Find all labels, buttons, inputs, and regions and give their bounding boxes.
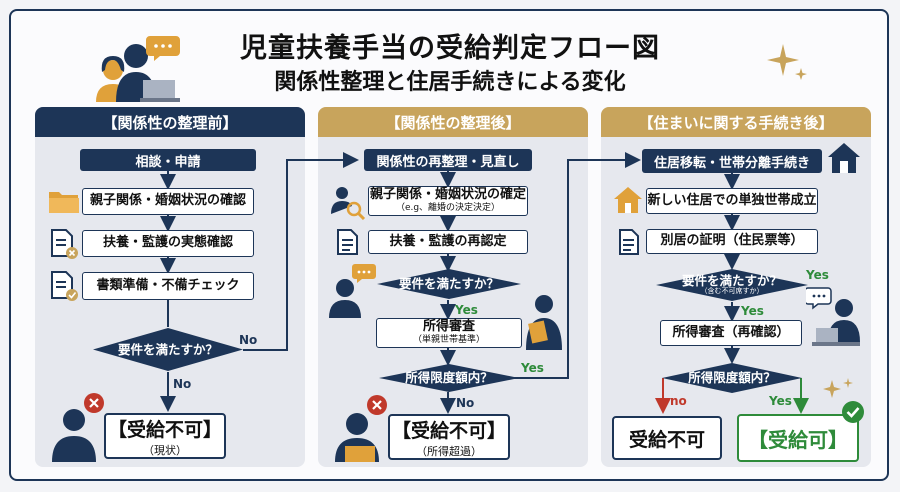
yes-label: Yes: [741, 304, 764, 318]
column-header: 【住まいに関する手続き後】: [601, 107, 871, 137]
no-label: No: [173, 377, 192, 391]
person-search-icon: [331, 187, 366, 220]
result-not-eligible-current: 【受給不可】 （現状）: [104, 413, 226, 459]
decision-income-limit: 所得限度額内？: [378, 363, 520, 393]
officer-laptop-icon: [806, 287, 860, 346]
step-relationship-confirmed: 親子関係・婚姻状況の確定 （e.g、離婚の決定決定）: [368, 186, 528, 216]
document-icon: [337, 229, 358, 255]
page-subtitle: 関係性整理と住居手続きによる変化: [274, 70, 626, 95]
house-icon: [828, 143, 860, 173]
start-relocation: 住居移転・世帯分離手続き: [642, 149, 822, 173]
step-income-recheck: 所得審査（再確認）: [660, 320, 802, 346]
column-header: 【関係性の整理前】: [35, 107, 305, 137]
person-speaking-icon: [329, 264, 376, 318]
document-check-icon: [51, 271, 78, 301]
no-label: No: [456, 396, 475, 410]
result-eligible: 【受給可】: [737, 414, 859, 462]
start-reorganize: 関係性の再整理・見直し: [364, 149, 532, 171]
step-parent-marital-check: 親子関係・婚姻状況の確認: [82, 188, 254, 215]
no-label: No: [239, 333, 258, 347]
yes-label: Yes: [806, 268, 829, 282]
success-check-icon: [823, 378, 864, 423]
person-rejected-icon: [52, 393, 104, 462]
no-label: no: [670, 394, 687, 408]
step-income-review: 所得審査 （単親世帯基準）: [376, 318, 522, 348]
step-separation-proof: 別居の証明（住民票等）: [646, 229, 818, 254]
people-consulting-icon: [96, 36, 180, 102]
decision-requirements: 要件を満たすか？: [376, 268, 522, 300]
sparkle-icon: [767, 44, 807, 80]
step-document-check: 書類準備・不備チェック: [82, 272, 254, 300]
step-support-custody-check: 扶養・監護の実態確認: [82, 230, 254, 257]
start-consult-apply: 相談・申請: [80, 149, 256, 171]
column-header: 【関係性の整理後】: [318, 107, 588, 137]
yes-label: Yes: [521, 361, 544, 375]
result-not-eligible: 受給不可: [612, 416, 722, 460]
decision-income-limit: 所得限度額内？: [661, 362, 803, 394]
officer-clipboard-icon: [526, 295, 562, 350]
folder-icon: [49, 192, 79, 213]
new-home-icon: [614, 187, 642, 213]
yes-label: Yes: [455, 303, 478, 317]
document-rejected-icon: [51, 229, 78, 259]
step-support-recognized: 扶養・監護の再認定: [368, 230, 528, 254]
result-not-eligible-income: 【受給不可】 （所得超過）: [388, 414, 510, 460]
certificate-icon: [619, 229, 639, 255]
person-laptop-rejected-icon: [335, 395, 387, 462]
decision-requirements: 要件を満たすか？: [92, 327, 244, 372]
step-new-household: 新しい住居での単独世帯成立: [646, 188, 818, 214]
page-title: 児童扶養手当の受給判定フロー図: [240, 33, 660, 64]
decision-requirements: 要件を満たすか？ （含む不可席すか）: [655, 268, 809, 302]
yes-label: Yes: [769, 394, 792, 408]
